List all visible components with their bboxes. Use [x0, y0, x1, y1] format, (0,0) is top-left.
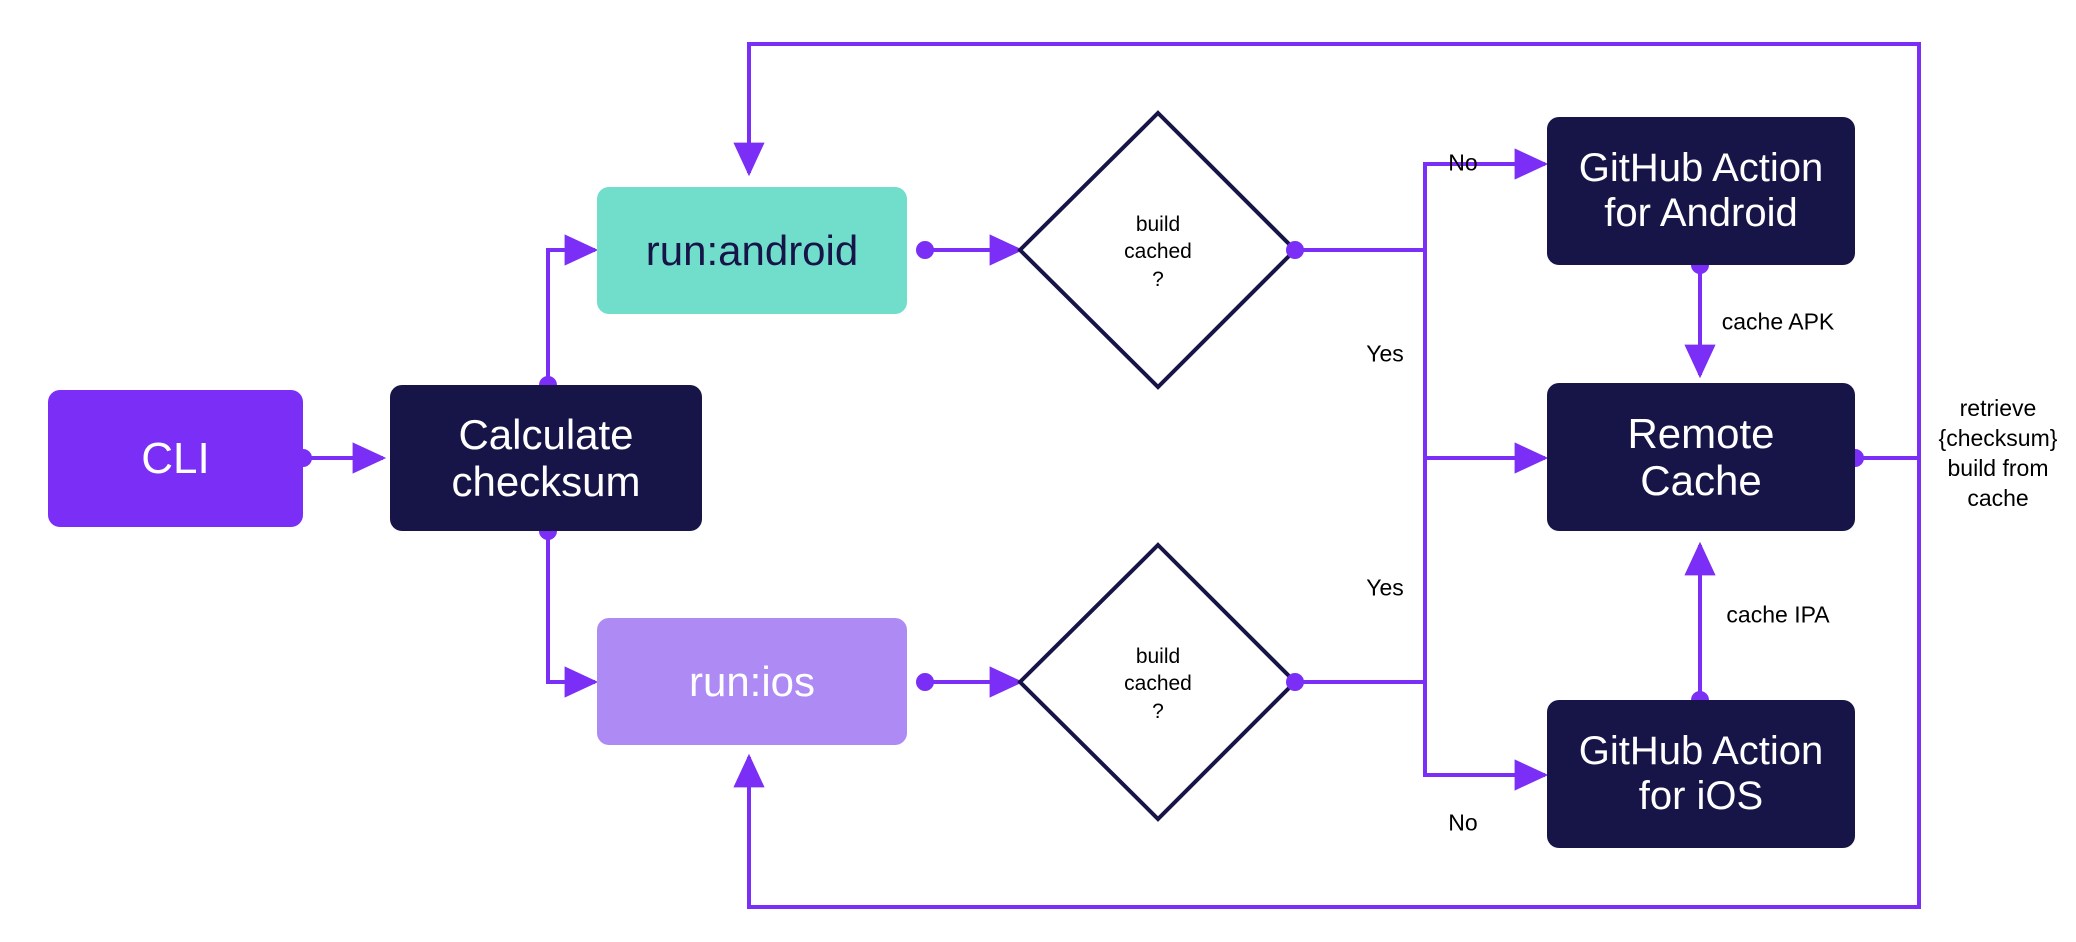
- node-cli-label: CLI: [141, 433, 210, 483]
- node-run-android[interactable]: run:android: [597, 187, 907, 314]
- edge-decision-bottom-yes: [1295, 458, 1427, 684]
- node-remote-cache-label: Remote Cache: [1627, 409, 1775, 504]
- edge-checksum-to-ios: [546, 531, 599, 698]
- edge-decision-top-yes: [1423, 250, 1549, 474]
- edge-label-no-bottom: No: [1448, 809, 1478, 836]
- edge-label-yes-bottom: Yes: [1366, 574, 1404, 601]
- edge-cache-feedback-ios: [733, 458, 1921, 909]
- dot-android-out: [916, 241, 934, 259]
- edge-label-no-top: No: [1448, 149, 1478, 176]
- edge-cache-feedback-android: [733, 42, 1921, 460]
- node-calculate-checksum-label: Calculate checksum: [451, 410, 641, 505]
- node-calculate-checksum[interactable]: Calculate checksum: [390, 385, 702, 531]
- edge-decision-bottom-no: [1423, 682, 1549, 791]
- edge-label-cache-apk: cache APK: [1721, 308, 1835, 335]
- dot-decision-top-out: [1286, 241, 1304, 259]
- node-run-ios[interactable]: run:ios: [597, 618, 907, 745]
- dot-decision-bottom-out: [1286, 673, 1304, 691]
- node-github-action-ios-label: GitHub Action for iOS: [1578, 729, 1824, 818]
- edge-label-yes-top: Yes: [1366, 340, 1404, 367]
- node-run-ios-label: run:ios: [688, 657, 816, 705]
- dot-ios-out: [916, 673, 934, 691]
- edge-checksum-to-android: [546, 234, 599, 385]
- node-remote-cache[interactable]: Remote Cache: [1547, 383, 1855, 531]
- decision-top-label: build cached ?: [1124, 213, 1192, 291]
- node-github-action-android-label: GitHub Action for Android: [1578, 146, 1824, 235]
- annotation-retrieve-build-from-cache: retrieve {checksum} build from cache: [1938, 395, 2058, 511]
- decision-diamond-bottom: [1017, 542, 1298, 822]
- node-github-action-ios[interactable]: GitHub Action for iOS: [1547, 700, 1855, 848]
- edge-label-cache-ipa: cache IPA: [1726, 601, 1830, 628]
- node-github-action-android[interactable]: GitHub Action for Android: [1547, 117, 1855, 265]
- edge-decision-top-no: [1295, 148, 1549, 252]
- node-run-android-label: run:android: [645, 226, 859, 274]
- node-cli[interactable]: CLI: [48, 390, 303, 527]
- decision-bottom-label: build cached ?: [1124, 645, 1192, 723]
- decision-diamond-top: [1017, 110, 1298, 390]
